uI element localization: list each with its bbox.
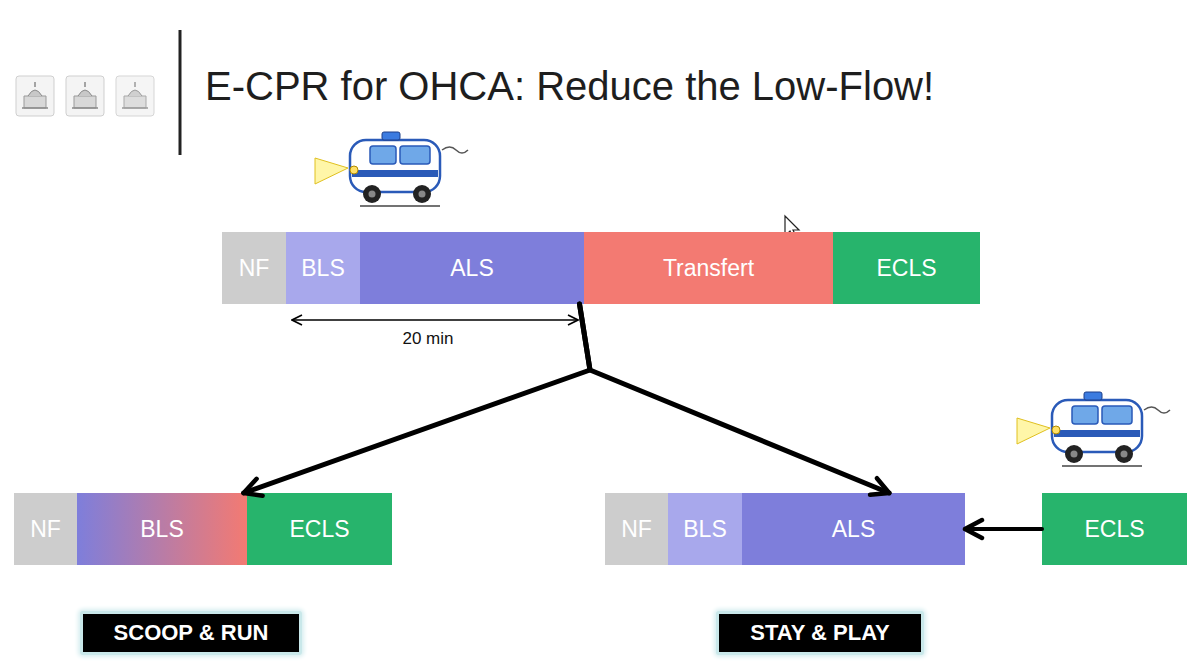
strategy-badge: SCOOP & RUN bbox=[80, 611, 302, 655]
slide-title: E-CPR for OHCA: Reduce the Low-Flow! bbox=[205, 64, 934, 109]
phase-segment: BLS bbox=[286, 232, 360, 304]
node-text: ECLS bbox=[876, 255, 936, 282]
strategy-badge: STAY & PLAY bbox=[716, 611, 924, 655]
node-text: STAY & PLAY bbox=[750, 620, 889, 646]
node-text: BLS bbox=[301, 255, 344, 282]
phase-segment: BLS bbox=[668, 493, 742, 565]
ambulance-illustration bbox=[315, 132, 468, 206]
logo-icon bbox=[16, 76, 54, 116]
phase-segment: ECLS bbox=[833, 232, 980, 304]
phase-segment: ALS bbox=[360, 232, 584, 304]
logo-group bbox=[16, 76, 154, 116]
logo-icon bbox=[116, 76, 154, 116]
node-text: SCOOP & RUN bbox=[114, 620, 269, 646]
node-text: NF bbox=[30, 516, 61, 543]
phase-segment: Transfert bbox=[584, 232, 833, 304]
node-text: NF bbox=[621, 516, 652, 543]
logo-icon bbox=[66, 76, 104, 116]
phase-segment: BLS bbox=[77, 493, 247, 565]
node-text: Transfert bbox=[663, 255, 754, 282]
flow-arrow bbox=[580, 304, 890, 493]
phase-segment: ECLS bbox=[247, 493, 392, 565]
phase-segment: NF bbox=[14, 493, 77, 565]
phase-segment: ALS bbox=[742, 493, 965, 565]
node-text: NF bbox=[239, 255, 270, 282]
dimension-arrow bbox=[292, 319, 578, 321]
node-text: BLS bbox=[683, 516, 726, 543]
phase-segment: ECLS bbox=[1042, 493, 1187, 565]
title-rule bbox=[179, 30, 182, 155]
node-text: ECLS bbox=[1084, 516, 1144, 543]
phase-segment: NF bbox=[222, 232, 286, 304]
flow-arrow bbox=[965, 527, 1042, 531]
dimension-label: 20 min bbox=[378, 329, 478, 349]
ambulance-illustration bbox=[1017, 392, 1170, 466]
node-text: ALS bbox=[450, 255, 493, 282]
node-text: ECLS bbox=[289, 516, 349, 543]
flow-arrow bbox=[244, 304, 590, 493]
node-text: BLS bbox=[140, 516, 183, 543]
node-text: ALS bbox=[832, 516, 875, 543]
phase-segment: NF bbox=[605, 493, 668, 565]
